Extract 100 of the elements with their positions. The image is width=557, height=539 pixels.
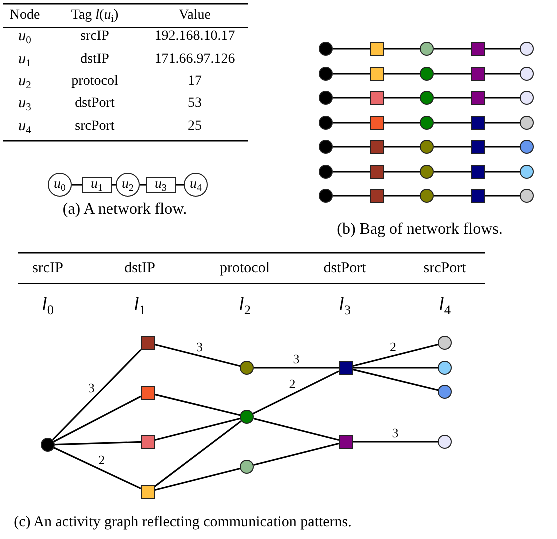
connector-line bbox=[485, 48, 520, 50]
connector-line bbox=[434, 73, 471, 75]
edge-label: 3 bbox=[292, 352, 301, 366]
connector-line bbox=[384, 48, 420, 50]
square-marker bbox=[471, 189, 485, 203]
circle-marker bbox=[240, 361, 254, 375]
level-label: l$_{3}$ bbox=[339, 296, 351, 314]
table-header: Node bbox=[10, 9, 40, 23]
circle-marker bbox=[520, 116, 534, 130]
circle-marker bbox=[420, 165, 434, 179]
connector-line bbox=[72, 184, 82, 186]
table-cell: 53 bbox=[188, 97, 202, 111]
caption: (a) A network flow. bbox=[62, 202, 188, 218]
circle-marker bbox=[319, 165, 333, 179]
table-cell: dstIP bbox=[80, 53, 110, 67]
square-marker bbox=[141, 485, 155, 499]
square-marker bbox=[370, 67, 384, 81]
level-label: l$_{1}$ bbox=[134, 296, 146, 314]
table-cell: u$_{0}$ bbox=[18, 30, 32, 44]
connector-line bbox=[54, 441, 142, 446]
column-header: dstPort bbox=[324, 262, 366, 276]
circle-marker bbox=[319, 140, 333, 154]
connector-line bbox=[485, 171, 520, 173]
connector-line bbox=[154, 394, 240, 416]
square-marker bbox=[370, 140, 384, 154]
square-marker bbox=[141, 435, 155, 449]
table-cell: 17 bbox=[188, 75, 202, 89]
circle-marker bbox=[438, 435, 452, 449]
connector-line bbox=[485, 195, 520, 197]
circle-marker bbox=[319, 67, 333, 81]
square-marker bbox=[370, 42, 384, 56]
edge-label: 3 bbox=[391, 426, 400, 440]
connector-line bbox=[485, 146, 520, 148]
square-marker bbox=[339, 361, 353, 375]
circle-marker bbox=[420, 116, 434, 130]
connector-line bbox=[333, 73, 370, 75]
level-label: l$_{4}$ bbox=[439, 296, 451, 314]
connector-line bbox=[485, 122, 520, 124]
circle-marker bbox=[520, 189, 534, 203]
connector-line bbox=[154, 418, 240, 441]
connector-line bbox=[254, 367, 339, 369]
circle-marker bbox=[319, 91, 333, 105]
box-node bbox=[82, 177, 112, 193]
table-cell: 192.168.10.17 bbox=[154, 30, 236, 44]
circle-marker bbox=[520, 165, 534, 179]
connector-line bbox=[485, 73, 520, 75]
connector-line bbox=[254, 418, 340, 441]
connector-line bbox=[384, 146, 420, 148]
circle-marker bbox=[520, 67, 534, 81]
connector-line bbox=[333, 122, 370, 124]
connector-line bbox=[384, 73, 420, 75]
table-header: Tag l(u$_{i}$) bbox=[71, 9, 119, 23]
square-marker bbox=[471, 91, 485, 105]
circle-marker bbox=[240, 460, 254, 474]
column-header: dstIP bbox=[124, 262, 156, 276]
connector-line bbox=[54, 396, 142, 442]
connector-line bbox=[384, 195, 420, 197]
connector-line bbox=[434, 195, 471, 197]
connector-line bbox=[333, 195, 370, 197]
circle-marker bbox=[41, 438, 55, 452]
connector-line bbox=[384, 97, 420, 99]
square-marker bbox=[141, 386, 155, 400]
square-marker bbox=[471, 140, 485, 154]
connector-line bbox=[333, 146, 370, 148]
connector-line bbox=[254, 443, 340, 466]
square-marker bbox=[370, 189, 384, 203]
circle-node bbox=[116, 173, 140, 197]
circle-marker bbox=[319, 42, 333, 56]
circle-marker bbox=[520, 42, 534, 56]
table-cell: dstPort bbox=[75, 97, 115, 111]
node-label: u$_{2}$ bbox=[122, 178, 134, 192]
connector-line bbox=[140, 184, 146, 186]
connector-line bbox=[154, 344, 240, 368]
node-label: u$_{1}$ bbox=[91, 178, 103, 192]
square-marker bbox=[141, 336, 155, 350]
connector-line bbox=[333, 97, 370, 99]
level-label: l$_{0}$ bbox=[42, 296, 54, 314]
circle-marker bbox=[420, 189, 434, 203]
table-cell: u$_{1}$ bbox=[18, 52, 32, 68]
connector-line bbox=[353, 441, 438, 443]
circle-marker bbox=[520, 140, 534, 154]
square-marker bbox=[370, 116, 384, 130]
connector-line bbox=[352, 344, 438, 367]
connector-line bbox=[112, 184, 116, 186]
edge-label: 3 bbox=[195, 340, 204, 354]
circle-marker bbox=[520, 91, 534, 105]
connector-line bbox=[434, 146, 471, 148]
connector-line bbox=[353, 367, 438, 369]
edge-label: 2 bbox=[98, 454, 106, 467]
square-marker bbox=[471, 165, 485, 179]
square-marker bbox=[471, 116, 485, 130]
connector-line bbox=[434, 97, 471, 99]
circle-marker bbox=[420, 91, 434, 105]
circle-marker bbox=[319, 116, 333, 130]
node-label: u$_{4}$ bbox=[190, 178, 202, 192]
circle-marker bbox=[420, 42, 434, 56]
connector-line bbox=[154, 420, 242, 488]
connector-line bbox=[252, 370, 340, 415]
table-cell: srcPort bbox=[75, 120, 115, 134]
edge-label: 2 bbox=[389, 340, 398, 354]
